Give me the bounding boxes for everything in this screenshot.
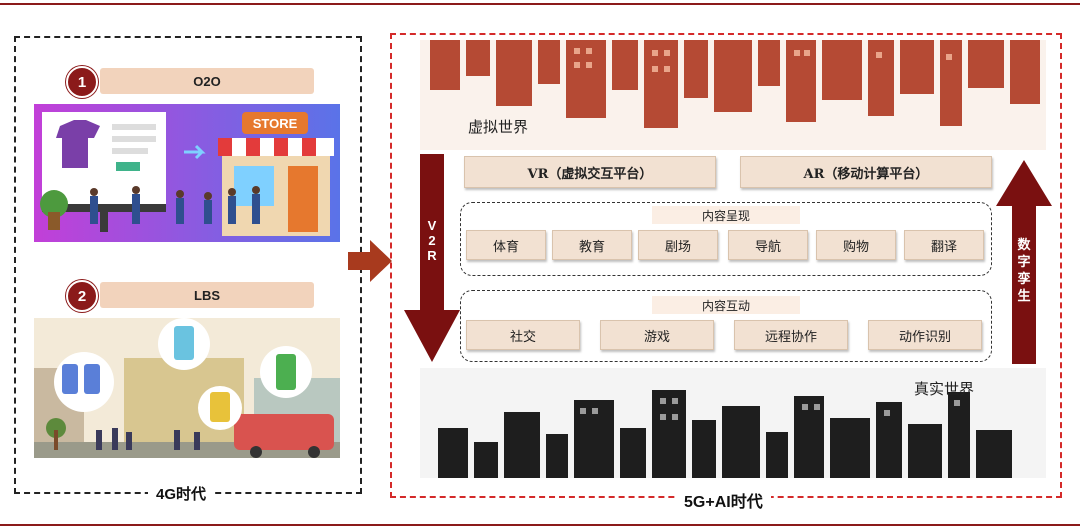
lbs-illustration (34, 318, 340, 458)
v2r-char: V (427, 218, 437, 233)
transition-arrow-icon (348, 240, 392, 282)
digital-twin-char: 数 (1017, 237, 1031, 252)
interaction-item-social: 社交 (466, 320, 580, 350)
content-item-navigation: 导航 (728, 230, 808, 260)
phone-bubble-icon (158, 318, 210, 370)
panel-4g-label: 4G时代 (148, 483, 215, 504)
real-skyline (420, 368, 1046, 478)
store-sign: STORE (253, 116, 298, 131)
content-presentation-group (460, 202, 992, 276)
content-presentation-title: 内容呈现 (652, 206, 800, 224)
bus-shape (234, 414, 334, 450)
content-item-education: 教育 (552, 230, 632, 260)
digital-twin-label: 数 字 孪 生 (1014, 236, 1034, 304)
v2r-char: 2 (428, 233, 436, 248)
o2o-title: O2O (100, 68, 314, 94)
lbs-title: LBS (100, 282, 314, 308)
shirt-icon (56, 120, 100, 168)
content-item-sports: 体育 (466, 230, 546, 260)
digital-twin-char: 生 (1017, 288, 1031, 303)
panel-5g-ai-label: 5G+AI时代 (676, 488, 771, 512)
phone-bubble-icon (260, 346, 312, 398)
content-interaction-title: 内容互动 (652, 296, 800, 314)
tree-icon (46, 418, 66, 438)
content-interaction-group (460, 290, 992, 362)
step-badge-2: 2 (66, 280, 98, 312)
virtual-world-label: 虚拟世界 (468, 118, 529, 136)
digital-twin-up-arrow (996, 160, 1052, 364)
ar-platform-box: AR（移动计算平台） (740, 156, 992, 188)
pedestrians (96, 428, 200, 450)
arrow-icon (184, 144, 206, 160)
v2r-char: R (427, 248, 437, 263)
content-item-shopping: 购物 (816, 230, 896, 260)
content-item-translation: 翻译 (904, 230, 984, 260)
phone-bubble-icon (198, 386, 242, 430)
step-badge-1: 1 (66, 66, 98, 98)
v2r-label: V 2 R (422, 218, 442, 263)
digital-twin-char: 孪 (1017, 271, 1031, 286)
people-group (90, 186, 260, 224)
top-rule (0, 3, 1080, 5)
interaction-item-motion-recognition: 动作识别 (868, 320, 982, 350)
v2r-down-arrow (404, 154, 460, 362)
real-world-label: 真实世界 (914, 380, 975, 398)
bottom-rule (0, 524, 1080, 526)
vr-platform-box: VR（虚拟交互平台） (464, 156, 716, 188)
content-item-theater: 剧场 (638, 230, 718, 260)
plant-icon (40, 190, 68, 218)
interaction-item-gaming: 游戏 (600, 320, 714, 350)
o2o-illustration: STORE (34, 104, 340, 242)
virtual-skyline (420, 40, 1046, 150)
digital-twin-char: 字 (1017, 254, 1031, 269)
phone-bubble-icon (54, 352, 114, 412)
interaction-item-remote-collab: 远程协作 (734, 320, 848, 350)
store-awning (218, 138, 334, 156)
